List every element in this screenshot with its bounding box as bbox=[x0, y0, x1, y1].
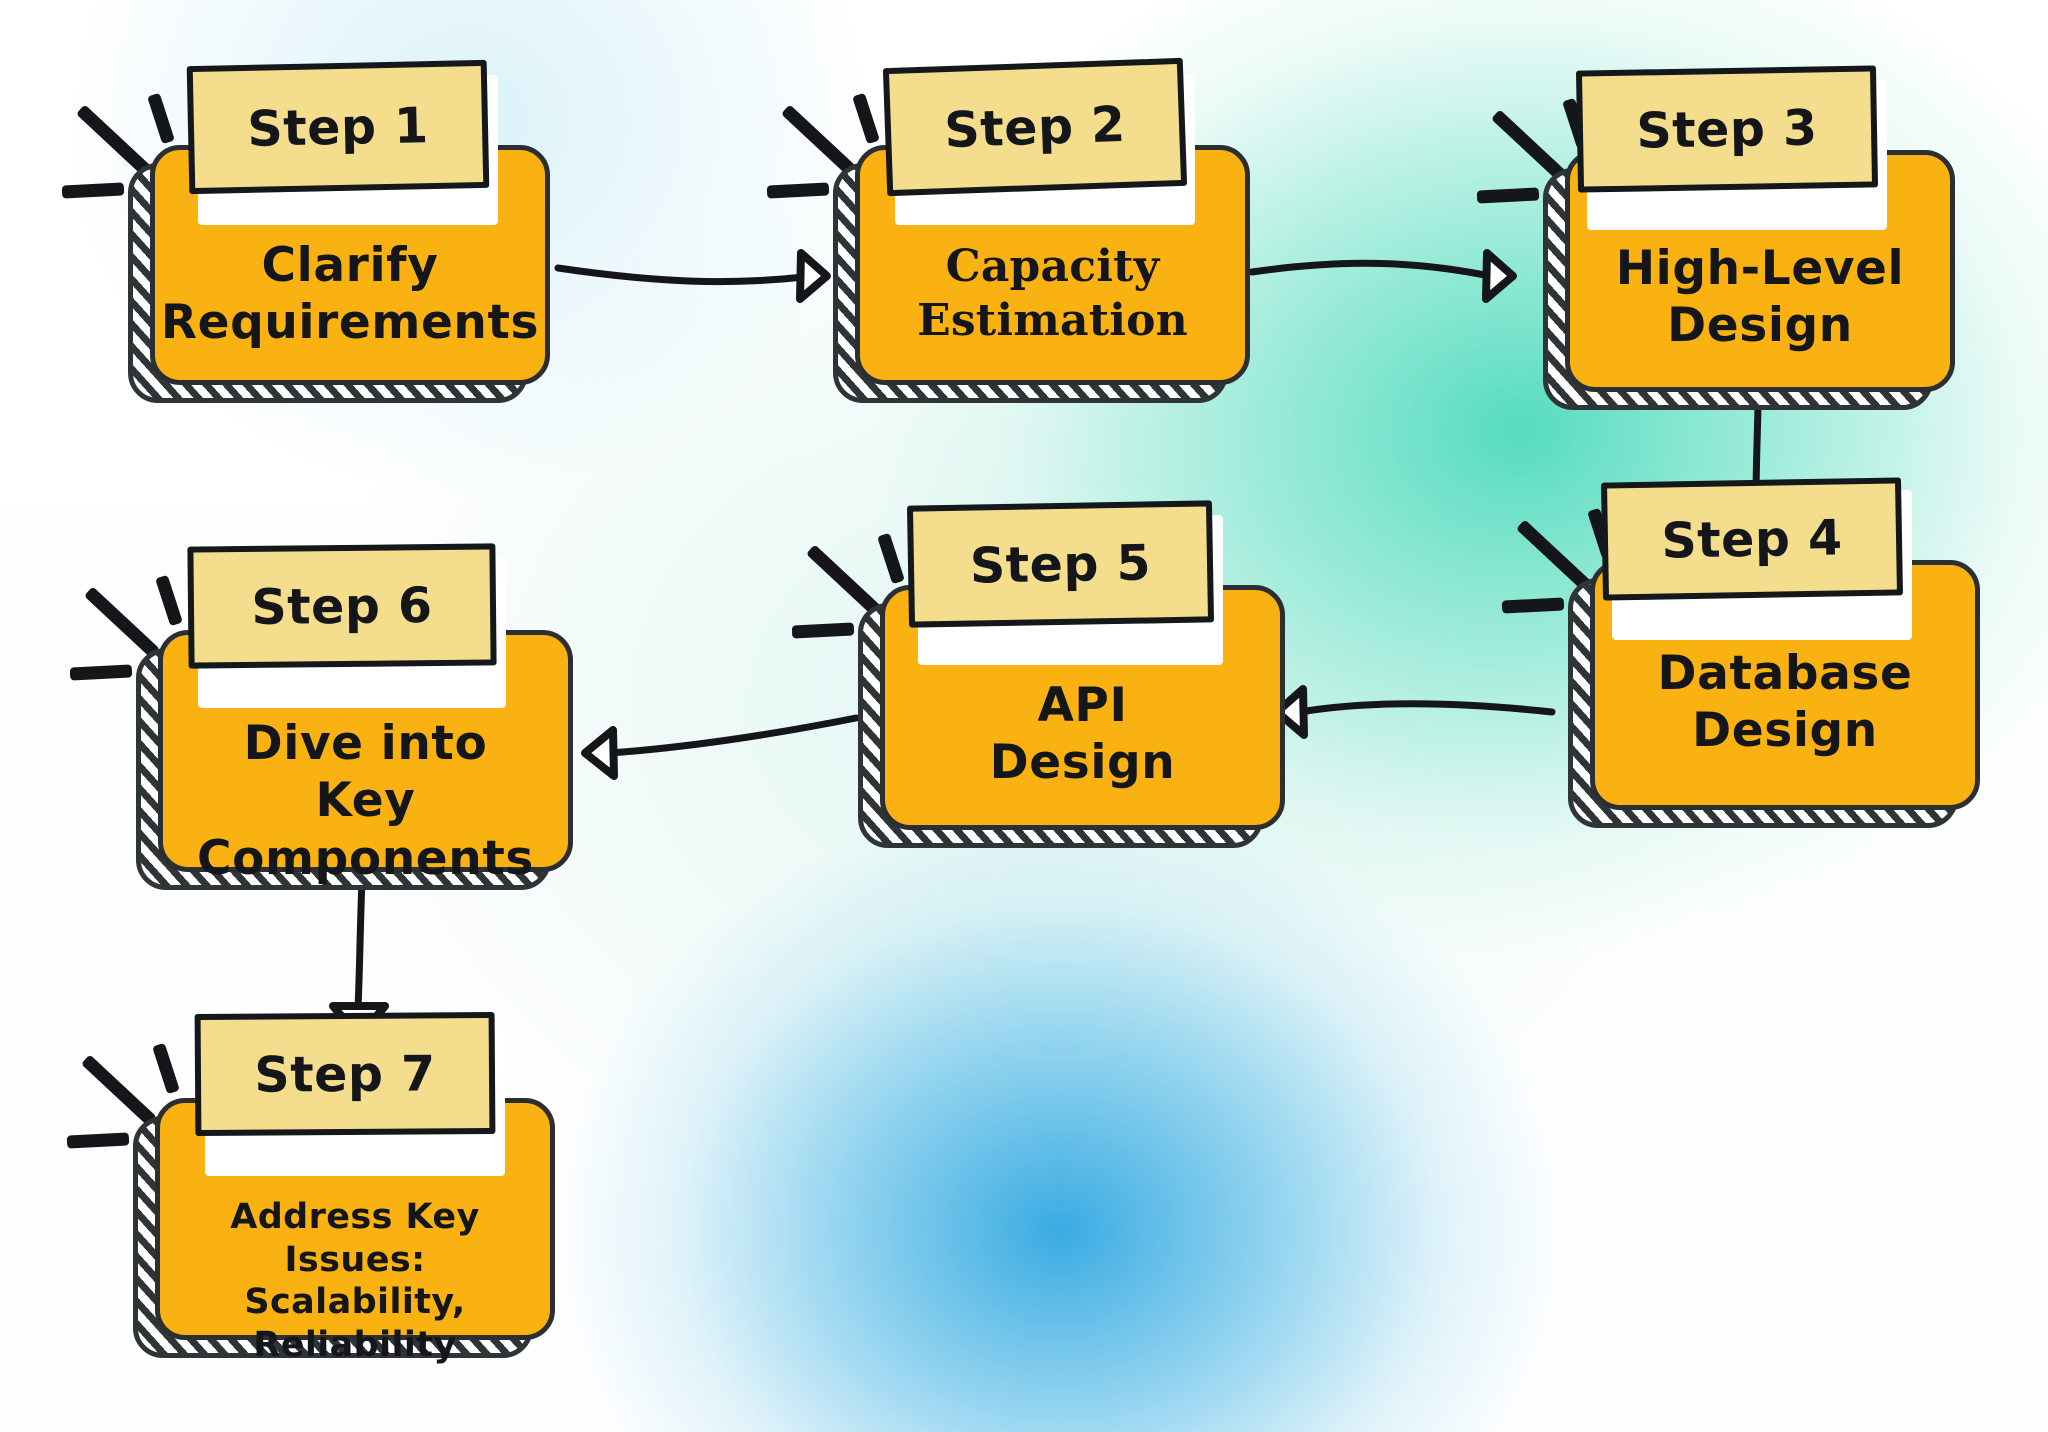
node-step6[interactable]: Step 6 Dive into Key Components bbox=[69, 543, 573, 890]
edge-step4-step5 bbox=[1273, 685, 1556, 739]
edge-step5-step6 bbox=[581, 714, 860, 780]
step-tab-step6[interactable]: Step 6 bbox=[187, 543, 497, 669]
node-step5[interactable]: Step 5 API Design bbox=[791, 500, 1285, 848]
node-step1[interactable]: Step 1 Clarify Requirements bbox=[61, 59, 550, 403]
step-tab-label: Step 5 bbox=[969, 533, 1152, 595]
node-step2[interactable]: Step 2 Capacity Estimation bbox=[766, 57, 1250, 403]
node-step3[interactable]: Step 3 High-Level Design bbox=[1476, 65, 1955, 410]
step-tab-label: Step 1 bbox=[246, 96, 430, 158]
node-step7[interactable]: Step 7 Address Key Issues: Scalability, … bbox=[66, 1011, 555, 1365]
step-tab-step5[interactable]: Step 5 bbox=[906, 500, 1215, 628]
step-tab-step2[interactable]: Step 2 bbox=[882, 57, 1188, 197]
edge-step1-step2 bbox=[554, 249, 831, 303]
step-tab-label: Step 7 bbox=[254, 1044, 436, 1104]
edge-step2-step3 bbox=[1248, 249, 1517, 303]
step-tab-step1[interactable]: Step 1 bbox=[186, 59, 490, 195]
step-tab-label: Step 2 bbox=[943, 95, 1127, 159]
step-tab-label: Step 3 bbox=[1635, 98, 1819, 160]
node-step4[interactable]: Step 4 Database Design bbox=[1501, 477, 1980, 828]
step-tab-label: Step 6 bbox=[251, 576, 433, 636]
step-tab-step4[interactable]: Step 4 bbox=[1600, 477, 1904, 601]
step-tab-step7[interactable]: Step 7 bbox=[194, 1011, 496, 1137]
step-tab-step3[interactable]: Step 3 bbox=[1575, 65, 1879, 193]
step-tab-label: Step 4 bbox=[1660, 508, 1844, 570]
